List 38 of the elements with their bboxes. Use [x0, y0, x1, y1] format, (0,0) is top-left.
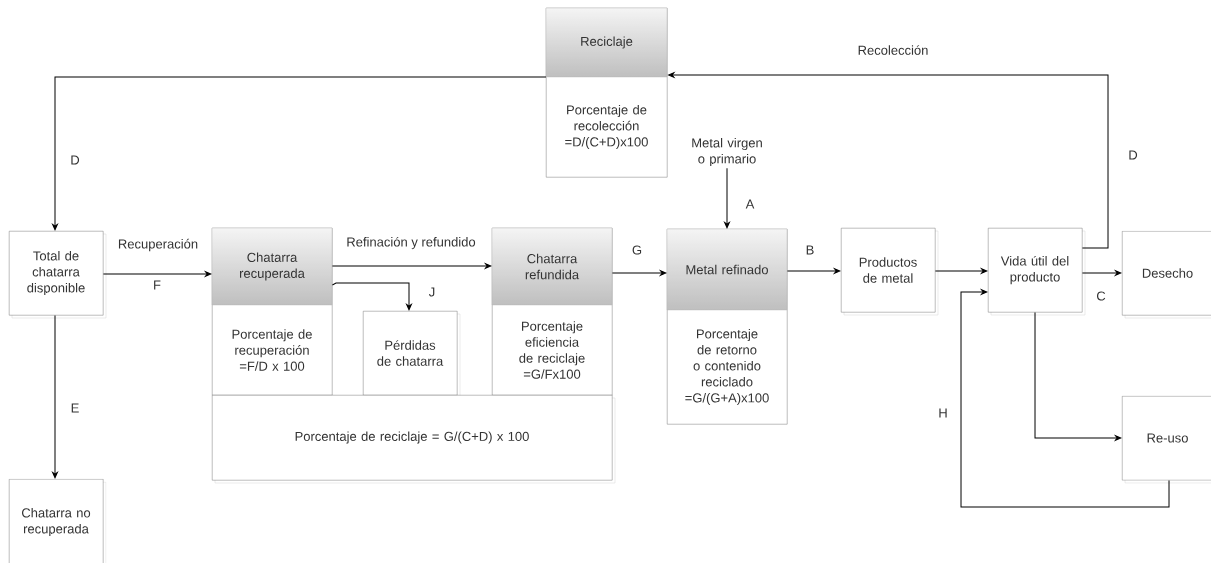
arrow — [331, 282, 412, 311]
process-box: Total de chatarra disponible — [9, 231, 107, 319]
process-box: Re-uso — [1122, 396, 1211, 484]
arrow — [102, 271, 212, 277]
edge-label: H — [937, 407, 949, 419]
edge-label: E — [69, 402, 81, 414]
process-box: Chatarra recuperada Porcentaje de recuperación =F/D x 100 — [211, 227, 333, 396]
edge-label: D — [69, 154, 81, 166]
edge-label: A — [744, 198, 756, 210]
process-box: Vida útil del producto — [988, 228, 1086, 316]
edge-label: Recuperación — [116, 237, 200, 253]
process-box: Reciclaje Porcentaje de recolección =D/(C+D)x100 — [545, 7, 668, 178]
arrow — [668, 72, 1109, 249]
arrow — [331, 263, 492, 269]
flow-letter: F — [154, 280, 161, 290]
flow-letter: D — [1129, 150, 1138, 160]
edge-label: Refinación y refundido — [345, 235, 477, 251]
input-label: Metal virgen o primario — [692, 137, 762, 167]
process-box: Metal refinado Porcentaje de retorno o contenido reciclado =G/(G+A)x100 — [666, 228, 788, 425]
arrow — [1034, 311, 1122, 441]
edge-label: C — [1095, 290, 1107, 302]
arrow — [52, 314, 58, 479]
arrow — [960, 289, 1170, 508]
arrow — [786, 268, 841, 274]
process-box: Desecho — [1122, 231, 1211, 319]
arrow — [1081, 270, 1122, 276]
edge-label: J — [427, 286, 437, 298]
edge-label: G — [630, 244, 644, 256]
process-box: Chatarra no recuperada — [9, 479, 107, 563]
process-box: Pérdidas de chatarra — [363, 311, 461, 399]
edge-label: Recolección — [856, 44, 930, 56]
arrow — [52, 76, 547, 231]
arrow — [611, 270, 667, 276]
process-box: Chatarra refundida Porcentaje eficiencia de reciclaje =G/Fx100 — [491, 227, 613, 396]
arrow — [934, 268, 988, 274]
process-box: Productos de metal — [841, 228, 939, 316]
edge-label: B — [804, 244, 816, 256]
arrow — [724, 167, 730, 229]
